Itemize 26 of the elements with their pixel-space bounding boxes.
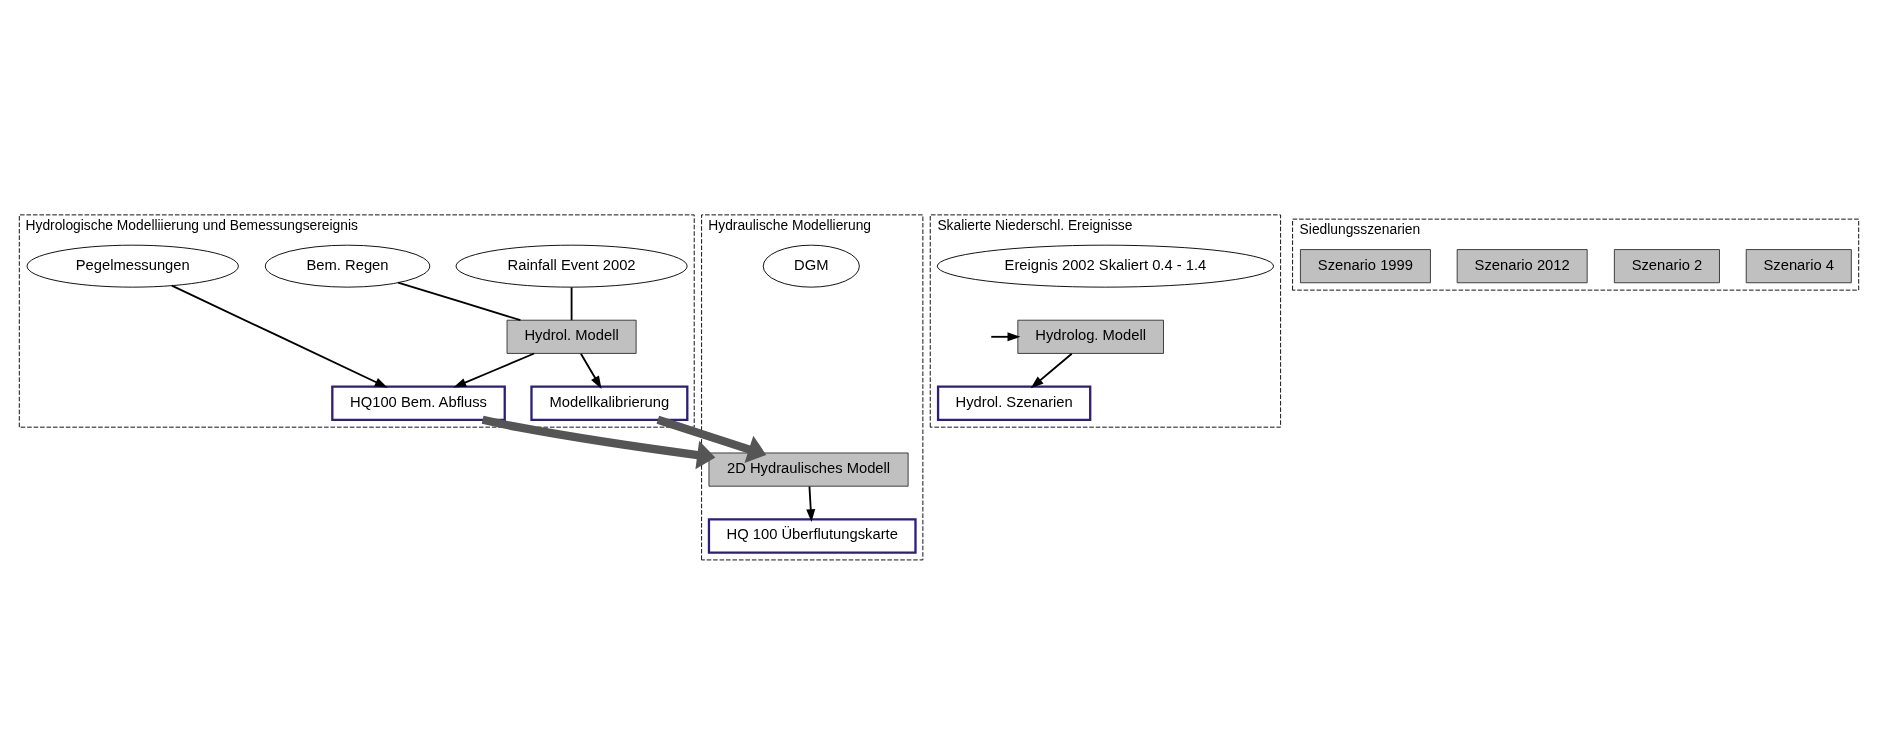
node-box: Szenario 2 xyxy=(1613,248,1720,283)
node-box: Hydrolog. Modell xyxy=(1017,319,1164,354)
node-box: 2D Hydraulisches Modell xyxy=(708,452,909,487)
node-box: HQ100 Bem. Abfluss xyxy=(331,384,506,421)
node-box: Hydrol. Szenarien xyxy=(936,384,1092,421)
node-ellipse: Ereignis 2002 Skaliert 0.4 - 1.4 xyxy=(936,244,1275,288)
arrow xyxy=(580,352,602,389)
connector xyxy=(397,281,522,321)
arrow xyxy=(806,485,816,522)
node-ellipse: Rainfall Event 2002 xyxy=(455,244,688,288)
arrow xyxy=(656,415,767,463)
node-ellipse: Pegelmessungen xyxy=(26,244,239,288)
arrow xyxy=(990,331,1021,341)
connector xyxy=(570,285,573,321)
node-box: HQ 100 Überflutungskarte xyxy=(707,517,917,554)
arrow xyxy=(453,352,536,388)
arrow xyxy=(1030,352,1073,388)
node-box: Hydrol. Modell xyxy=(506,319,637,354)
node-ellipse: Bem. Regen xyxy=(264,244,431,288)
node-ellipse: DGM xyxy=(762,244,860,288)
arrow xyxy=(481,415,716,469)
node-box: Szenario 4 xyxy=(1745,248,1852,283)
arrow xyxy=(170,284,388,388)
node-box: Modellkalibrierung xyxy=(530,384,689,421)
node-box: Szenario 1999 xyxy=(1299,248,1431,283)
node-box: Szenario 2012 xyxy=(1456,248,1588,283)
